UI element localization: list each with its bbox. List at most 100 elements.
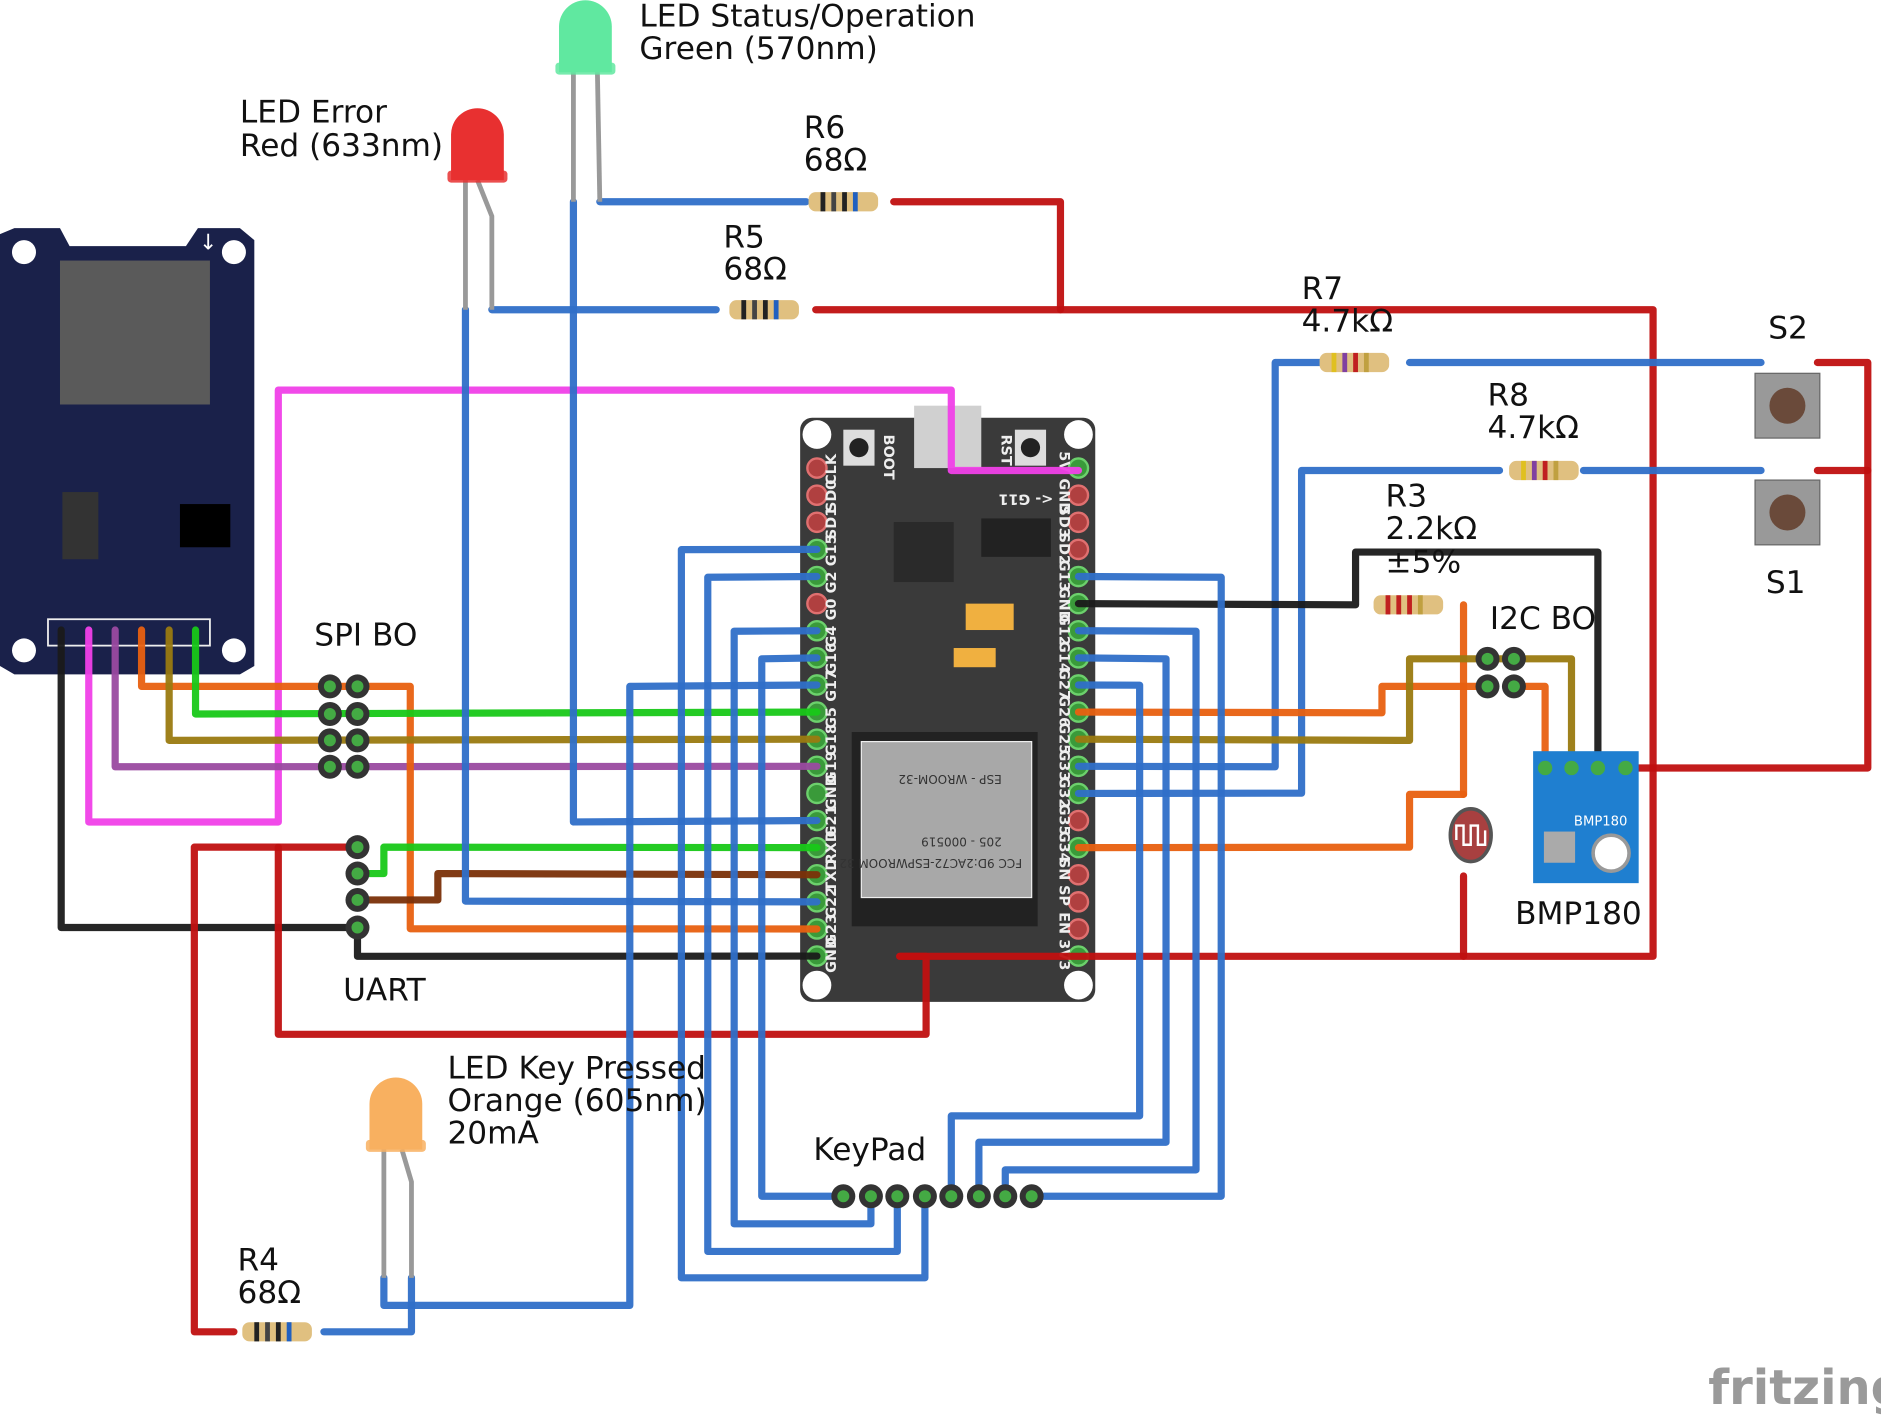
esp32-left-pin-label: GND [824,774,840,810]
esp32-right-pin[interactable] [1067,863,1090,886]
sd-card-module[interactable]: ↓ [0,228,255,675]
bmp180-chip-text: BMP180 [1574,815,1628,830]
pushbutton-s1[interactable] [1754,479,1821,546]
led-body [559,0,612,73]
esp32-right-pin-label: GND [1055,587,1071,623]
bmp180-module[interactable]: BMP180 [1533,751,1639,884]
esp32-right-pin[interactable] [1067,538,1090,561]
resistor-r3[interactable] [1373,595,1444,615]
header-pin-center [351,734,364,747]
i2c-breakout-row[interactable] [1475,646,1526,671]
i2c-breakout-row[interactable] [1475,674,1526,699]
esp32-right-pin[interactable] [1067,511,1090,534]
led-error-red[interactable] [447,108,508,310]
esp32-left-pin-label: G17 [824,670,840,702]
esp32-right-pin[interactable] [1067,809,1090,832]
esp32-right-pin-label: G12 [1055,614,1071,646]
bmp180-pin[interactable] [1590,760,1606,776]
uart-header-pin[interactable] [345,915,370,940]
resistor-r6[interactable] [808,192,879,212]
esp32-left-pin-label: G5 [824,707,840,729]
header-pin-center [351,921,364,934]
wire-blue[interactable] [677,545,929,1282]
resistor-r5[interactable] [729,300,799,320]
resistor-band [1553,460,1559,481]
wire-blue[interactable] [704,572,901,1256]
led-status-green[interactable] [555,0,616,202]
esp32-right-pin-label: G26 [1055,695,1071,727]
esp32-right-pin[interactable] [1067,484,1090,506]
pushbutton-s2[interactable] [1754,372,1821,439]
esp32-left-pin[interactable] [806,592,828,615]
esp32-right-pin-label: SN [1055,858,1071,880]
wire-orange[interactable] [1074,682,1492,717]
wire-blue[interactable] [1074,466,1504,798]
resistor-band [265,1322,270,1342]
wire-red[interactable] [1621,358,1872,772]
esp32-left-pin[interactable] [806,457,828,479]
wire-orange[interactable] [137,626,821,933]
wire-red[interactable] [890,198,1065,314]
wire-olive[interactable] [1074,655,1576,772]
wire-blue[interactable] [758,654,847,1200]
g11-label: <- G11 [998,490,1053,506]
resistor-r4[interactable] [242,1322,312,1342]
esp32-left-pin[interactable] [806,484,828,506]
wire-blue[interactable] [1028,572,1225,1200]
spi-breakout-row[interactable] [317,754,370,779]
spi-breakout-row[interactable] [317,728,370,753]
led-key-orange[interactable] [365,1077,426,1278]
bmp180-sensor [1543,831,1576,863]
led-body [451,108,504,181]
resistor-band [1521,460,1526,481]
resistor-band [762,300,768,320]
wire-olive[interactable] [165,626,821,744]
resistor-band [1342,352,1348,373]
header-pin-center [351,893,364,906]
wire-black[interactable] [57,626,362,932]
esp32-right-pin-label: G32 [1055,777,1071,809]
wire-blue[interactable] [380,681,821,1310]
wire-blue[interactable] [320,1274,416,1336]
wire-blue[interactable] [1001,627,1200,1200]
esp32-left-pin[interactable] [806,782,828,805]
bmp180-pin[interactable] [1618,760,1633,776]
spi-breakout-row[interactable] [317,702,370,726]
wire-blue[interactable] [461,306,821,906]
resistor-band [752,300,757,320]
uart-header-pin[interactable] [345,861,370,886]
wire-blue[interactable] [947,681,1144,1200]
esp32-right-pin[interactable] [1067,918,1090,940]
wire-purple[interactable] [111,626,821,771]
uart-header-pin[interactable] [345,835,370,860]
keypad-header[interactable] [831,1184,1044,1209]
wire-brown[interactable] [353,869,821,904]
wire-green[interactable] [353,843,821,878]
wire-blue[interactable] [730,627,875,1228]
wire-magenta[interactable] [85,386,1083,826]
bmp180-pin[interactable] [1537,760,1553,776]
wire-black[interactable] [1074,548,1602,772]
bmp180-pin[interactable] [1564,760,1579,776]
esp32-left-pin[interactable] [806,511,828,534]
resistor-band [1542,460,1548,481]
wire-blue[interactable] [975,654,1170,1200]
esp32-devkit[interactable]: FCC 9D:2AC72-ESPWROOM 32 205 - 000519 ES… [800,405,1096,1002]
header-pin-center [323,680,336,693]
wire-orange[interactable] [1074,790,1468,852]
uart-header-pin[interactable] [345,887,370,912]
r6-value: 68Ω [804,143,868,179]
resistor-r7[interactable] [1319,352,1390,373]
resistor-r8[interactable] [1509,460,1579,481]
resistor-band [820,192,826,212]
wire-blue[interactable] [569,198,821,826]
photoresistor[interactable] [1448,806,1493,864]
wire-blue[interactable] [1074,358,1324,771]
spi-breakout-row[interactable] [317,674,370,699]
wire-red[interactable] [812,306,1657,960]
esp32-right-pin[interactable] [1067,891,1090,913]
esp32-right-pin-label: EN [1055,912,1071,934]
r4-value: 68Ω [238,1275,302,1311]
header-pin-center [323,734,336,747]
wire-green[interactable] [191,626,821,718]
